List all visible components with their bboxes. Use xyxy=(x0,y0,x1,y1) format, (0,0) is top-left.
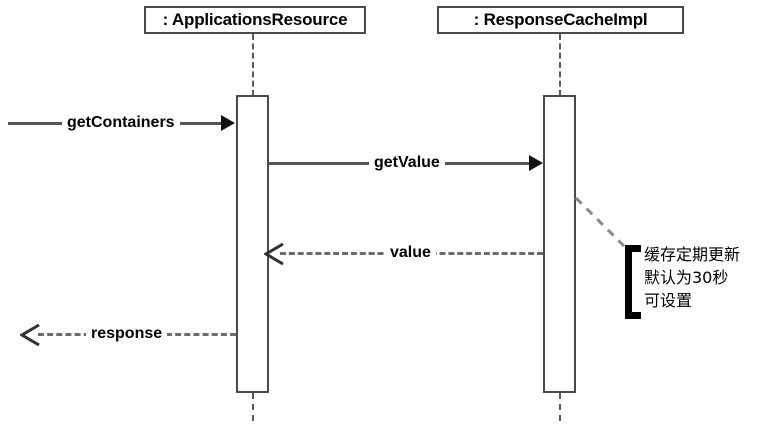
arrowhead-value-icon xyxy=(264,243,284,265)
note-line-1: 缓存定期更新 xyxy=(644,245,741,264)
lifeline-label-applications-resource: : ApplicationsResource xyxy=(162,10,348,29)
message-label-response: response xyxy=(86,326,168,342)
lifeline-label-response-cache-impl: : ResponseCacheImpl xyxy=(473,10,648,29)
lifeline-dash-applications-bottom xyxy=(252,393,254,421)
note-text-block: 缓存定期更新 默认为30秒 可设置 xyxy=(644,243,740,313)
message-label-value: value xyxy=(385,245,436,261)
lifeline-dash-responsecache-bottom xyxy=(559,393,561,421)
note-line-3: 可设置 xyxy=(644,291,693,311)
note-line-2: 默认为30秒 xyxy=(644,268,729,288)
note-connector-line xyxy=(574,196,632,254)
note-bracket-icon xyxy=(625,245,641,319)
lifeline-box-applications-resource[interactable]: : ApplicationsResource xyxy=(144,6,366,34)
message-label-getvalue: getValue xyxy=(369,155,445,171)
arrowhead-getcontainers-icon xyxy=(221,115,235,131)
activation-bar-applications-resource[interactable] xyxy=(236,95,269,393)
arrowhead-getvalue-icon xyxy=(529,155,543,171)
message-label-getcontainers: getContainers xyxy=(62,115,180,131)
activation-bar-response-cache-impl[interactable] xyxy=(543,95,576,393)
lifeline-dash-responsecache-top xyxy=(559,34,561,96)
arrowhead-response-icon xyxy=(20,324,40,346)
lifeline-dash-applications-top xyxy=(252,34,254,96)
lifeline-box-response-cache-impl[interactable]: : ResponseCacheImpl xyxy=(437,6,684,34)
